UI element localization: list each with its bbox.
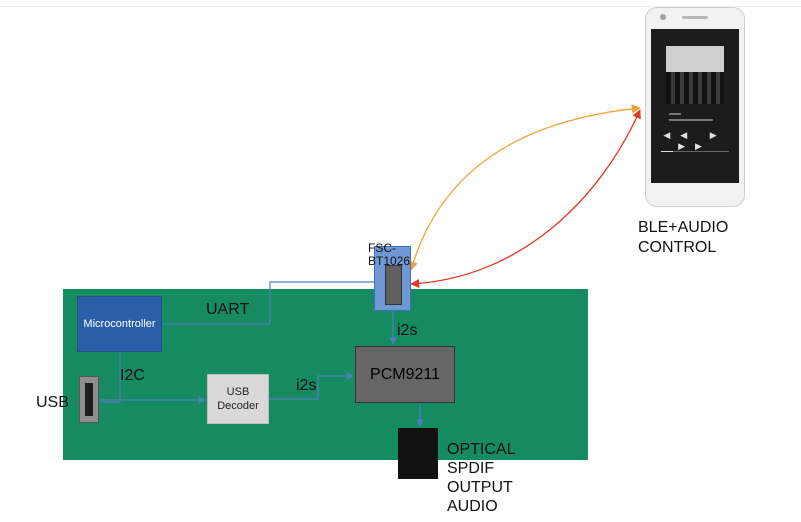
ble-link-orange — [408, 104, 641, 271]
usb-label: USB — [36, 394, 69, 411]
bluetooth-module — [374, 246, 411, 311]
i2s-label-decoder: i2s — [296, 377, 317, 394]
i2c-wire — [100, 352, 121, 403]
top-divider — [0, 6, 801, 7]
optical-output-label: OPTICAL SPDIF OUTPUT AUDIO — [447, 441, 516, 515]
optical-output-jack — [398, 428, 438, 479]
ble-control-label: BLE+AUDIO CONTROL — [638, 219, 729, 256]
smartphone: ◀◀ ▶ ▶▶ — [645, 7, 745, 207]
uart-label: UART — [206, 301, 250, 318]
bluetooth-chip — [385, 265, 402, 305]
track-title-line — [669, 113, 681, 115]
music-player-screen: ◀◀ ▶ ▶▶ — [651, 29, 739, 183]
usb-port-slot — [85, 383, 93, 416]
i2s-decoder-wire — [269, 372, 354, 400]
seek-bar-fill — [661, 151, 673, 152]
phone-camera-icon — [660, 14, 666, 20]
track-artist-line — [669, 119, 713, 121]
microcontroller-block: Microcontroller — [77, 296, 162, 352]
playback-controls[interactable]: ◀◀ ▶ ▶▶ — [663, 130, 727, 151]
seek-bar[interactable] — [661, 151, 729, 152]
album-art-crowd — [666, 72, 724, 104]
i2c-label: I2C — [120, 367, 145, 384]
album-art-image — [666, 46, 724, 104]
i2s-label-bluetooth: i2s — [397, 322, 418, 339]
ble-link-red — [410, 109, 641, 289]
usb-port — [79, 376, 99, 423]
uart-wire — [162, 281, 374, 325]
pcm9211-block: PCM9211 — [355, 346, 455, 403]
bluetooth-module-label: FSC- BT1026 — [368, 241, 411, 268]
usb-decoder-block: USB Decoder — [207, 374, 269, 424]
phone-speaker — [682, 16, 708, 19]
